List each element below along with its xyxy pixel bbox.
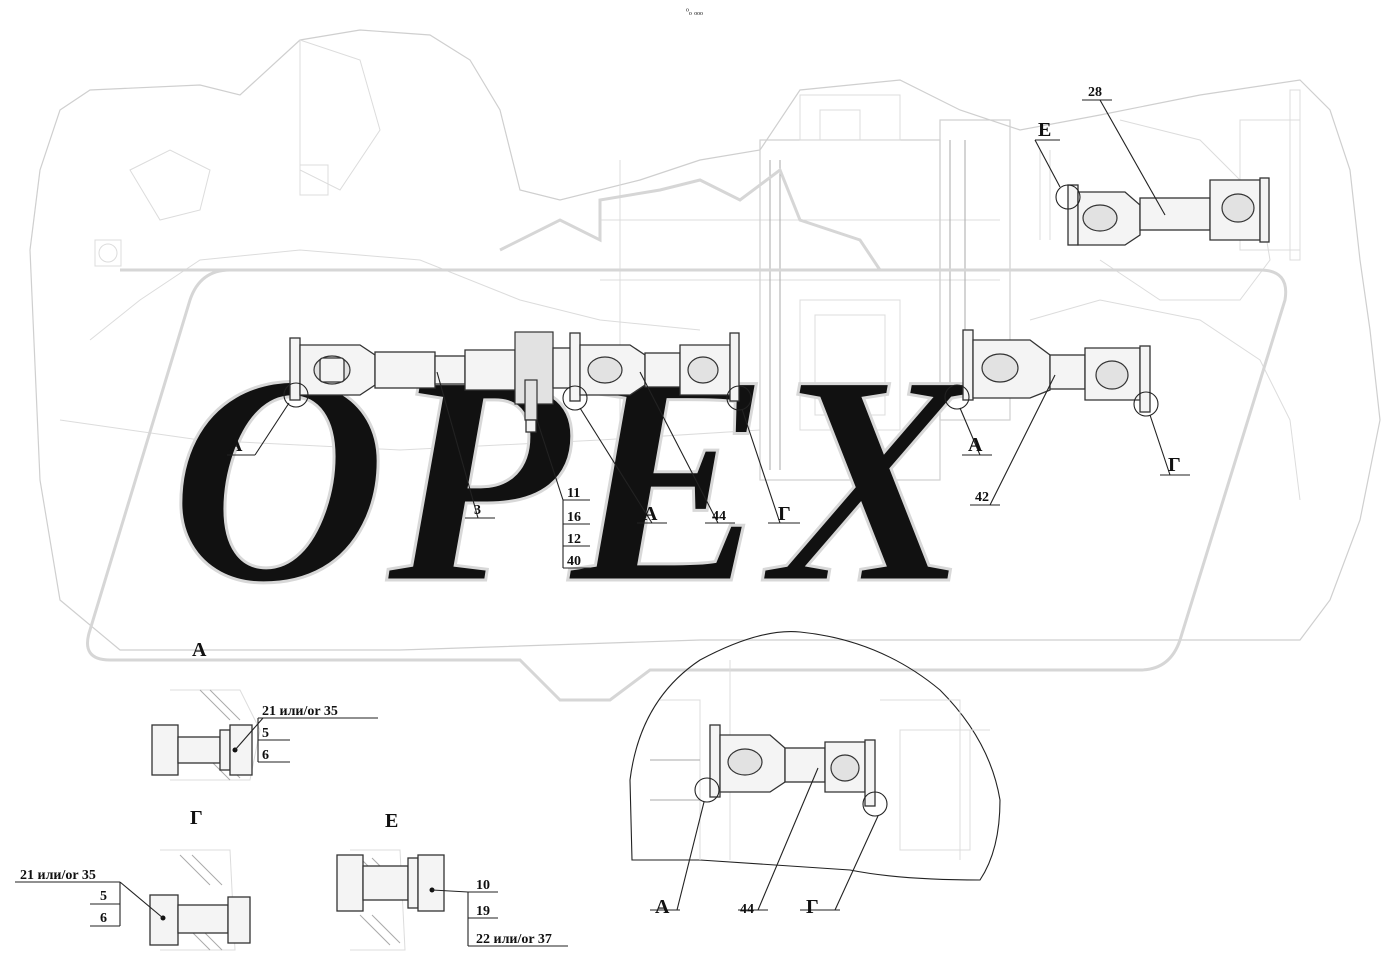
label-G-right: Г [1168,454,1181,476]
label-11: 11 [567,486,580,501]
label-12: 12 [567,532,581,547]
detail-E-label-1: 10 [476,878,490,893]
label-42: 42 [975,490,989,505]
detail-G-title: Г [190,807,203,829]
detail-E: E 10 19 22 или/or 37 [336,810,568,951]
label-E: E [1038,119,1051,141]
inset-label-A: A [655,896,670,918]
detail-G-label-1: 21 или/or 35 [20,868,96,883]
detail-A-label-3: 6 [262,748,269,763]
watermark-opex: OPEX [86,167,1288,702]
detail-G-label-2: 5 [100,889,107,904]
inset-view: A 44 Г [629,631,1001,918]
detail-E-label-2: 19 [476,904,490,919]
label-3: 3 [474,503,481,518]
label-28: 28 [1088,85,1102,100]
detail-A-label-2: 5 [262,726,269,741]
cardan-shaft-3 [289,331,579,433]
label-A-left: A [228,434,243,456]
label-G-mid: Г [778,503,791,525]
top-mark: ᵒₒ ₒₒₒ [686,6,703,17]
detail-A: A 21 или/or 35 5 6 [151,639,378,781]
label-16: 16 [567,510,581,525]
inset-label-44: 44 [740,902,754,917]
cardan-shaft-42 [962,329,1151,413]
label-A-mid: A [643,503,658,525]
detail-E-title: E [385,810,398,832]
detail-G: Г 21 или/or 35 5 6 [15,807,251,951]
main-labels: A 3 11 16 12 40 A 44 Г A 42 Г E 28 [228,85,1181,569]
detail-E-label-3: 22 или/or 37 [476,932,552,947]
label-A-right: A [968,434,983,456]
detail-markers [283,184,1159,417]
leader-lines [227,99,1190,569]
cardan-shaft-28 [1067,177,1270,246]
detail-G-label-3: 6 [100,911,107,926]
label-40: 40 [567,554,581,569]
inset-label-G: Г [806,896,819,918]
label-44: 44 [712,509,726,524]
cardan-shaft-44 [569,332,740,402]
detail-A-title: A [192,639,207,661]
detail-A-label-1: 21 или/or 35 [262,704,338,719]
chassis-background [29,29,1381,651]
